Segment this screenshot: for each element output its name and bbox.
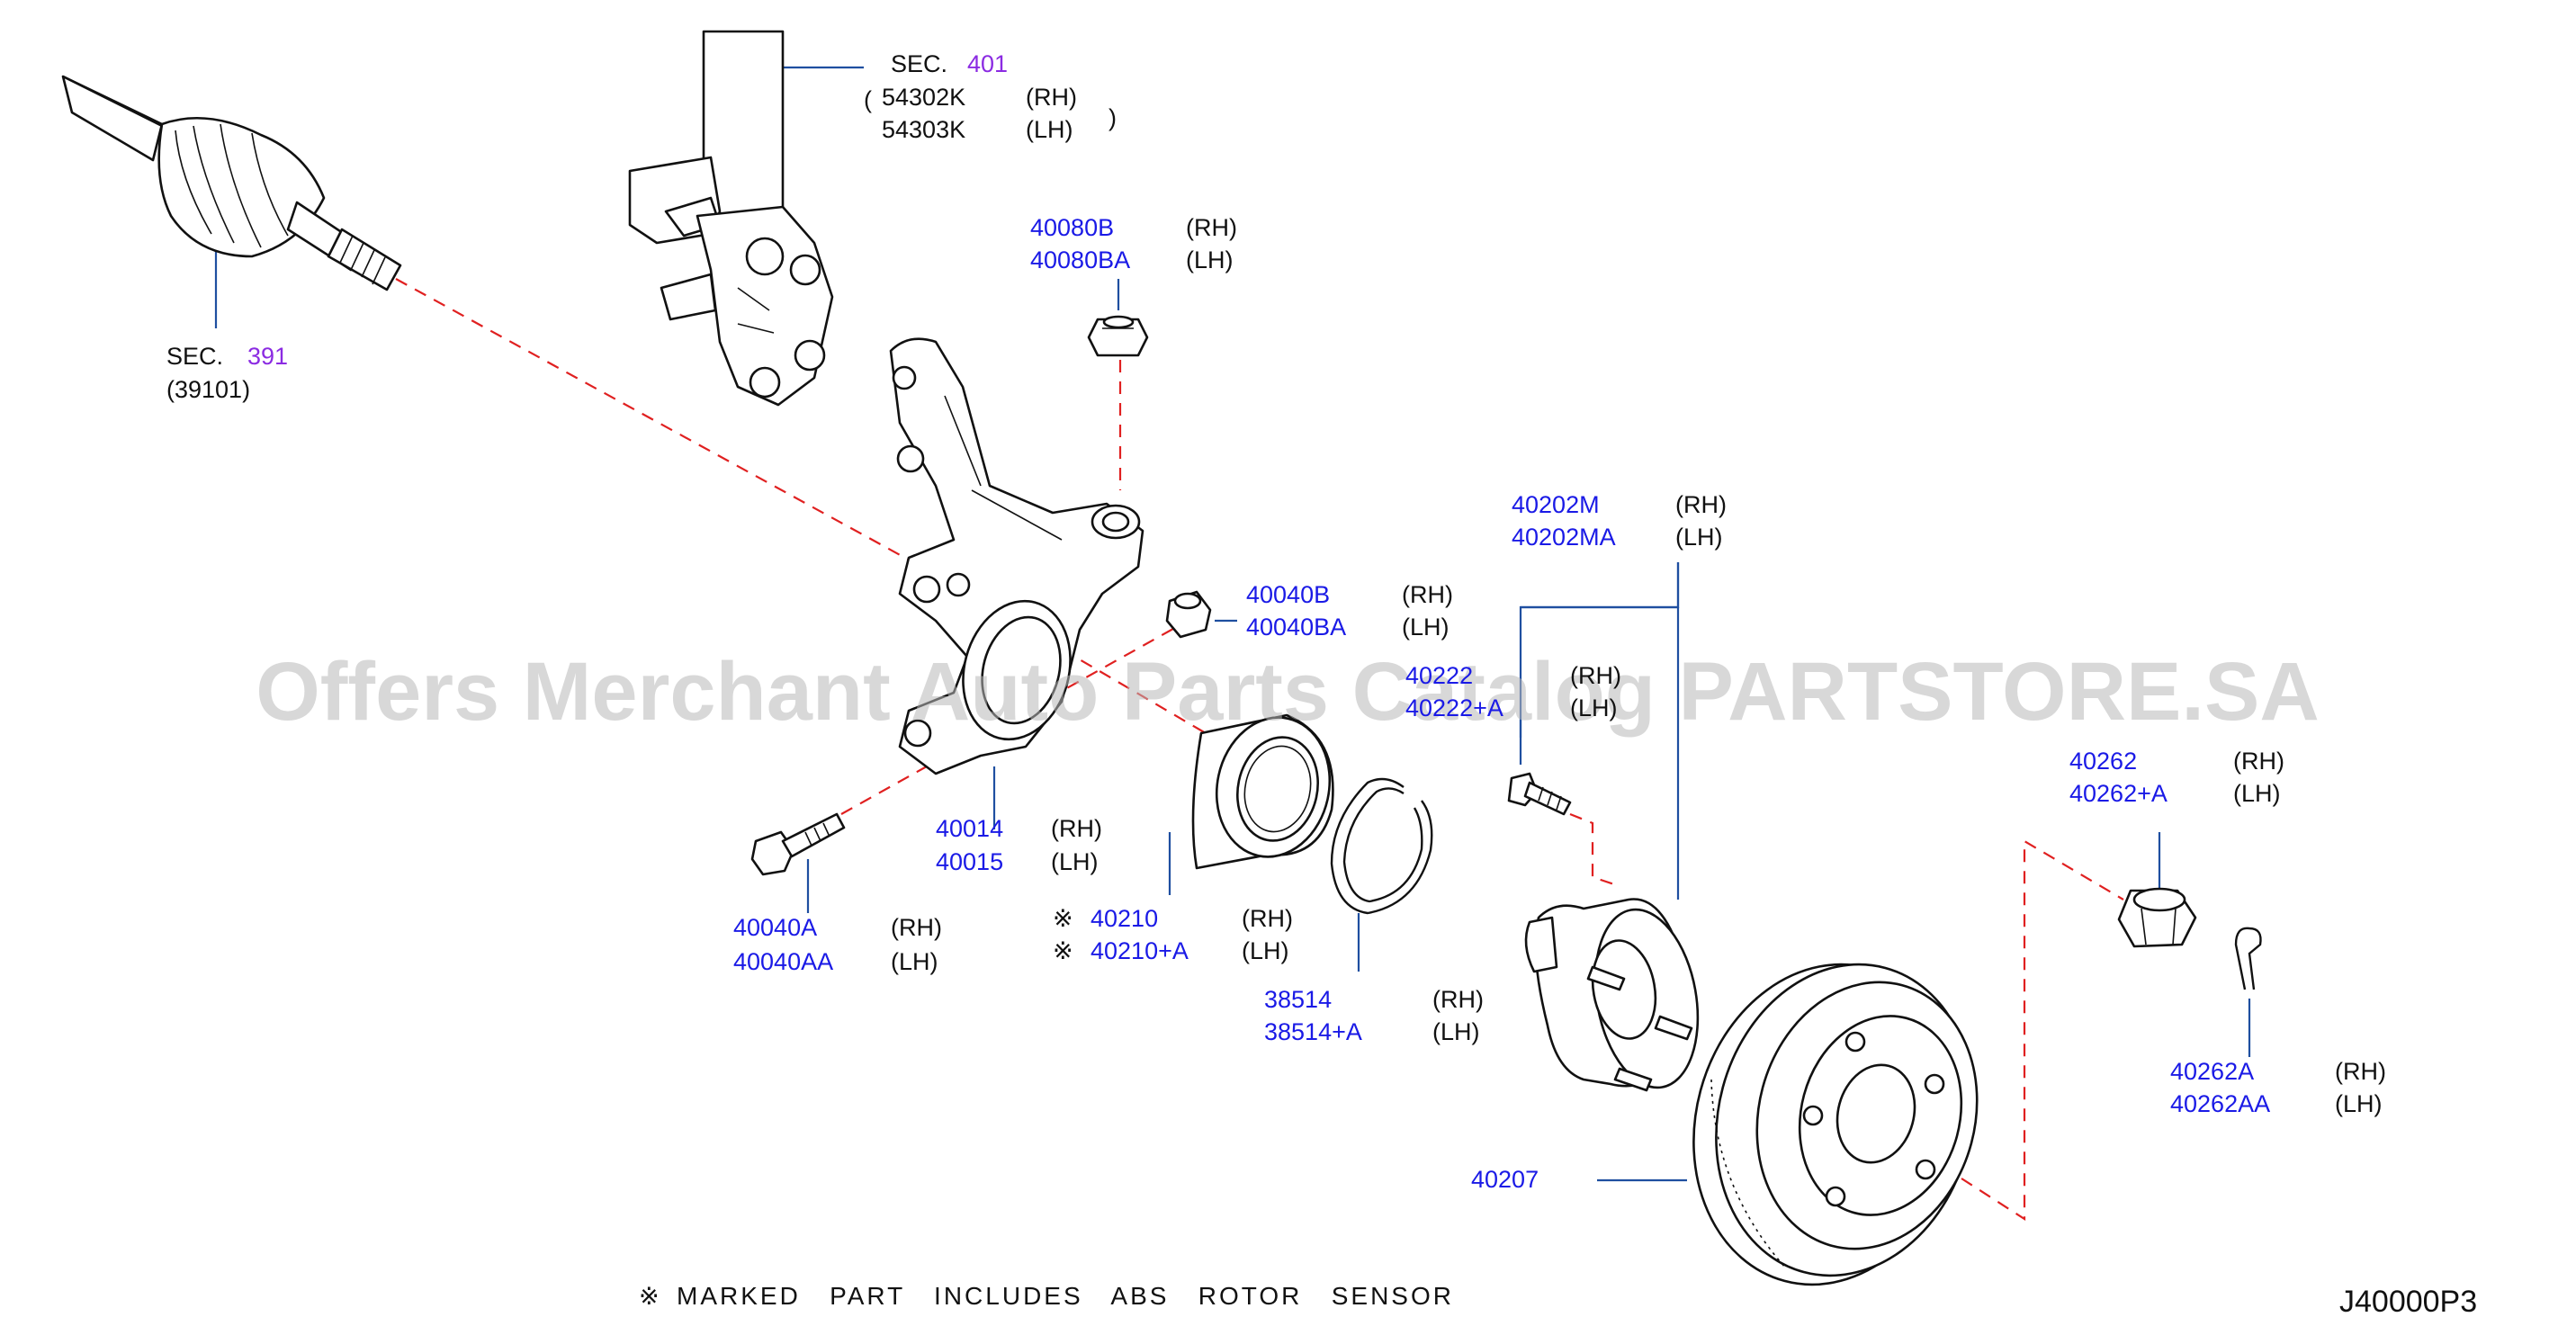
part-54302K[interactable]: 54302K [882,84,965,111]
cotter-pin[interactable] [2234,927,2262,990]
hub-nut[interactable] [2117,887,2197,948]
part-40262A[interactable]: 40262A [2170,1058,2254,1085]
svg-text:(RH): (RH) [2233,748,2284,775]
snap-ring[interactable] [1330,777,1433,915]
svg-text:(LH): (LH) [1675,524,1723,551]
part-38514[interactable]: 38514 [1264,986,1332,1013]
part-40015[interactable]: 40015 [936,848,1003,875]
part-40262A-nut[interactable]: 40262+A [2069,780,2168,807]
svg-text:(LH): (LH) [1242,937,1289,964]
abs-mark-icon: ※ [639,1283,660,1310]
diagram-code: J40000P3 [2339,1285,2477,1319]
label-strut: SEC. 401 ( 54302K (RH) 54303K (LH) ) [864,50,1117,143]
label-driveshaft: SEC. 391 (39101) [166,343,288,403]
part-40222[interactable]: 40222 [1405,662,1473,689]
drive-shaft[interactable] [61,75,402,291]
svg-text:(RH): (RH) [1432,986,1484,1013]
part-40210A[interactable]: 40210+A [1091,937,1189,964]
svg-text:): ) [1108,104,1117,131]
svg-text:(LH): (LH) [2335,1090,2383,1117]
svg-text:(LH): (LH) [1186,246,1234,273]
wheel-hub[interactable] [1524,898,1711,1097]
lower-nut[interactable] [1165,590,1212,639]
svg-text:(RH): (RH) [891,914,942,941]
part-40080BA[interactable]: 40080BA [1030,246,1130,273]
part-40262AA[interactable]: 40262AA [2170,1090,2270,1117]
label-hub-nut: 40262 (RH) 40262+A (LH) [2069,748,2284,807]
knuckle-bolt[interactable] [750,812,846,876]
steering-knuckle[interactable] [889,337,1144,775]
label-knuckle-nut: 40080B (RH) 40080BA (LH) [1030,214,1237,273]
brake-rotor[interactable] [1658,935,2006,1315]
part-54303K[interactable]: 54303K [882,116,965,143]
svg-text:(RH): (RH) [1570,662,1621,689]
part-40040A[interactable]: 40040A [733,914,817,941]
part-40210[interactable]: 40210 [1091,905,1158,932]
label-lower-nut: 40040B (RH) 40040BA (LH) [1246,581,1453,641]
svg-text:SEC.: SEC. [891,50,947,77]
svg-text:(RH): (RH) [1051,815,1102,842]
abs-note-text: MARKED PART INCLUDES ABS ROTOR SENSOR [677,1282,1454,1310]
strut-assembly[interactable] [628,30,834,407]
svg-text:SEC.: SEC. [166,343,223,370]
svg-text:(LH): (LH) [1051,848,1099,875]
label-hub-stud: 40222 (RH) 40222+A (LH) [1405,662,1621,721]
part-38514A[interactable]: 38514+A [1264,1018,1362,1045]
svg-text:(LH): (LH) [1402,614,1450,641]
sec-401-link[interactable]: 401 [967,50,1008,77]
part-40040BA[interactable]: 40040BA [1246,614,1346,641]
part-40014[interactable]: 40014 [936,815,1003,842]
label-snap-ring: 38514 (RH) 38514+A (LH) [1264,986,1484,1045]
abs-mark-icon: ※ [1053,905,1073,932]
wheel-bearing[interactable] [1191,707,1342,870]
label-rotor: 40207 [1471,1166,1539,1193]
part-40222A[interactable]: 40222+A [1405,694,1503,721]
svg-text:(LH): (LH) [1026,116,1073,143]
part-40080B[interactable]: 40080B [1030,214,1114,241]
hub-stud[interactable] [1507,772,1572,816]
part-40040AA[interactable]: 40040AA [733,948,833,975]
footer-note: ※ MARKED PART INCLUDES ABS ROTOR SENSOR [639,1282,1454,1310]
svg-text:(LH): (LH) [1432,1018,1480,1045]
watermark: Offers Merchant Auto Parts Catalog PARTS… [256,646,2320,738]
sec-391-link[interactable]: 391 [247,343,288,370]
abs-mark-icon: ※ [1053,937,1073,964]
svg-text:(RH): (RH) [1242,905,1293,932]
part-40207[interactable]: 40207 [1471,1166,1539,1193]
svg-text:(RH): (RH) [1186,214,1237,241]
svg-text:(RH): (RH) [1675,491,1727,518]
label-bearing: ※ 40210 (RH) ※ 40210+A (LH) [1053,905,1293,964]
part-40040B[interactable]: 40040B [1246,581,1330,608]
svg-text:(LH): (LH) [891,948,938,975]
knuckle-nut[interactable] [1087,315,1149,357]
svg-text:(LH): (LH) [1570,694,1618,721]
label-knuckle-bolt: 40040A (RH) 40040AA (LH) [733,914,942,975]
svg-text:(RH): (RH) [1026,84,1077,111]
part-40262[interactable]: 40262 [2069,748,2137,775]
svg-text:(: ( [864,86,872,113]
label-cotter-pin: 40262A (RH) 40262AA (LH) [2170,1058,2386,1117]
label-hub-bolt-set: 40202M (RH) 40202MA (LH) [1512,491,1727,551]
svg-text:(RH): (RH) [1402,581,1453,608]
svg-text:(RH): (RH) [2335,1058,2386,1085]
part-40202M[interactable]: 40202M [1512,491,1600,518]
svg-text:(LH): (LH) [2233,780,2281,807]
part-40202MA[interactable]: 40202MA [1512,524,1616,551]
svg-text:(39101): (39101) [166,376,250,403]
label-knuckle: 40014 (RH) 40015 (LH) [936,815,1102,875]
